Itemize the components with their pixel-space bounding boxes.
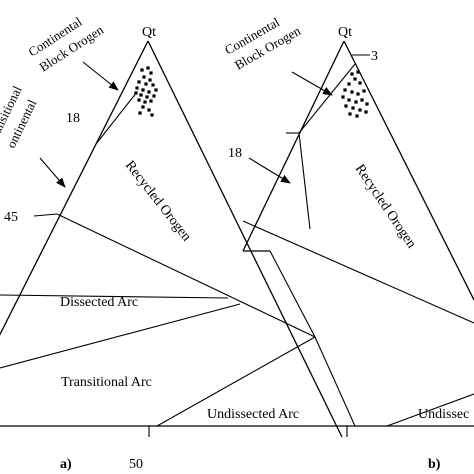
panel-a-sample-point [139,93,143,97]
panel-a-sample-point [151,83,155,87]
panel-a-sample-point [154,88,158,92]
panel-b-sample-point [343,88,347,92]
panel-b: Qt Continental Block Orogen 3 18 Recycle… [222,14,474,472]
panel-b-left-edge [242,40,345,252]
panel-b-value-18: 18 [228,146,242,161]
panel-b-boundary-18 [298,63,356,134]
panel-b-recycled-orogen: Recycled Orogen [352,162,419,251]
panel-a-right-edge [147,40,343,438]
panel-b-sample-point [358,81,362,85]
panel-b-sample-point [341,95,345,99]
panel-b-sample-point [356,70,360,74]
panel-a-sample-point [141,105,145,109]
panel-b-label: b) [428,457,441,472]
panel-a-boundary-45 [33,213,58,217]
panel-a-boundary-18 [95,91,138,145]
panel-b-sample-point [364,110,368,114]
panel-b-sample-point [365,102,369,106]
panel-b-boundary-left-lower [269,250,316,338]
panel-a-sample-point [152,94,156,98]
panel-a-label: a) [60,457,72,472]
panel-a-value-18: 18 [66,111,80,126]
panel-b-sample-point [344,104,348,108]
panel-a-sample-point [137,98,141,102]
panel-a-sample-point [142,75,146,79]
panel-a-sample-point [134,91,138,95]
panel-b-sample-point [351,106,355,110]
panel-a-boundary-transitional [0,303,241,369]
panel-b-sample-point [360,98,364,102]
panel-b-undissected-arc: Undissec [418,407,469,422]
panel-b-sample-point [356,92,360,96]
panel-b-sample-point [350,90,354,94]
panel-a-undissected-arc: Undissected Arc [207,407,299,422]
panel-a: Qt Continental Block Orogen ransitional … [0,14,356,472]
panel-b-value-3: 3 [371,49,378,64]
panel-a-boundary-dissected [0,294,229,299]
panel-b-boundary-18-down [298,132,311,230]
panel-b-sample-point [347,98,351,102]
panel-b-sample-point [353,77,357,81]
panel-a-dissected-arc: Dissected Arc [60,295,138,310]
panel-a-transitional-arc: Transitional Arc [61,375,152,390]
panel-b-sample-point [358,108,362,112]
panel-a-sample-point [137,80,141,84]
panel-b-sample-point [362,89,366,93]
panel-a-boundary-undissected-left [156,336,316,427]
panel-a-recycled-orogen: Recycled Orogen [122,158,194,244]
panel-a-arrow-continental-block [82,61,119,91]
panel-a-sample-point [150,113,154,117]
panel-b-arrow-continental-block [291,71,333,96]
panel-a-sample-point [138,111,142,115]
panel-b-boundary-undissected [386,393,474,427]
panel-a-sample-point [145,95,149,99]
panel-a-left-edge [0,40,149,336]
panel-b-sample-point [348,112,352,116]
panel-a-sample-points [134,66,158,117]
panel-a-boundary-recycled-bottom [56,213,316,338]
panel-a-sample-point [140,68,144,72]
panel-a-sample-point [135,86,139,90]
panel-a-value-45: 45 [4,210,18,225]
panel-b-sample-points [341,70,369,118]
panel-a-sample-point [149,99,153,103]
panel-b-sample-point [354,100,358,104]
panel-a-sample-point [144,82,148,86]
panel-a-sample-point [143,100,147,104]
panel-a-arrow-transitional [39,157,66,188]
panel-b-right-edge [343,40,474,301]
panel-b-apex-label: Qt [338,25,352,40]
panel-b-sample-point [355,114,359,118]
panel-a-value-50: 50 [129,457,143,472]
panel-a-boundary-undissected-right [314,336,356,427]
panel-a-apex-label: Qt [142,25,156,40]
panel-a-sample-point [147,108,151,112]
panel-b-sample-point [350,72,354,76]
panel-a-sample-point [141,88,145,92]
panel-b-boundary-recycled-bottom [242,220,474,324]
panel-a-sample-point [147,90,151,94]
panel-a-sample-point [149,71,153,75]
panel-a-sample-point [146,66,150,70]
panel-b-sample-point [347,82,351,86]
panel-a-sample-point [148,78,152,82]
panel-b-arrow-18 [248,157,291,184]
